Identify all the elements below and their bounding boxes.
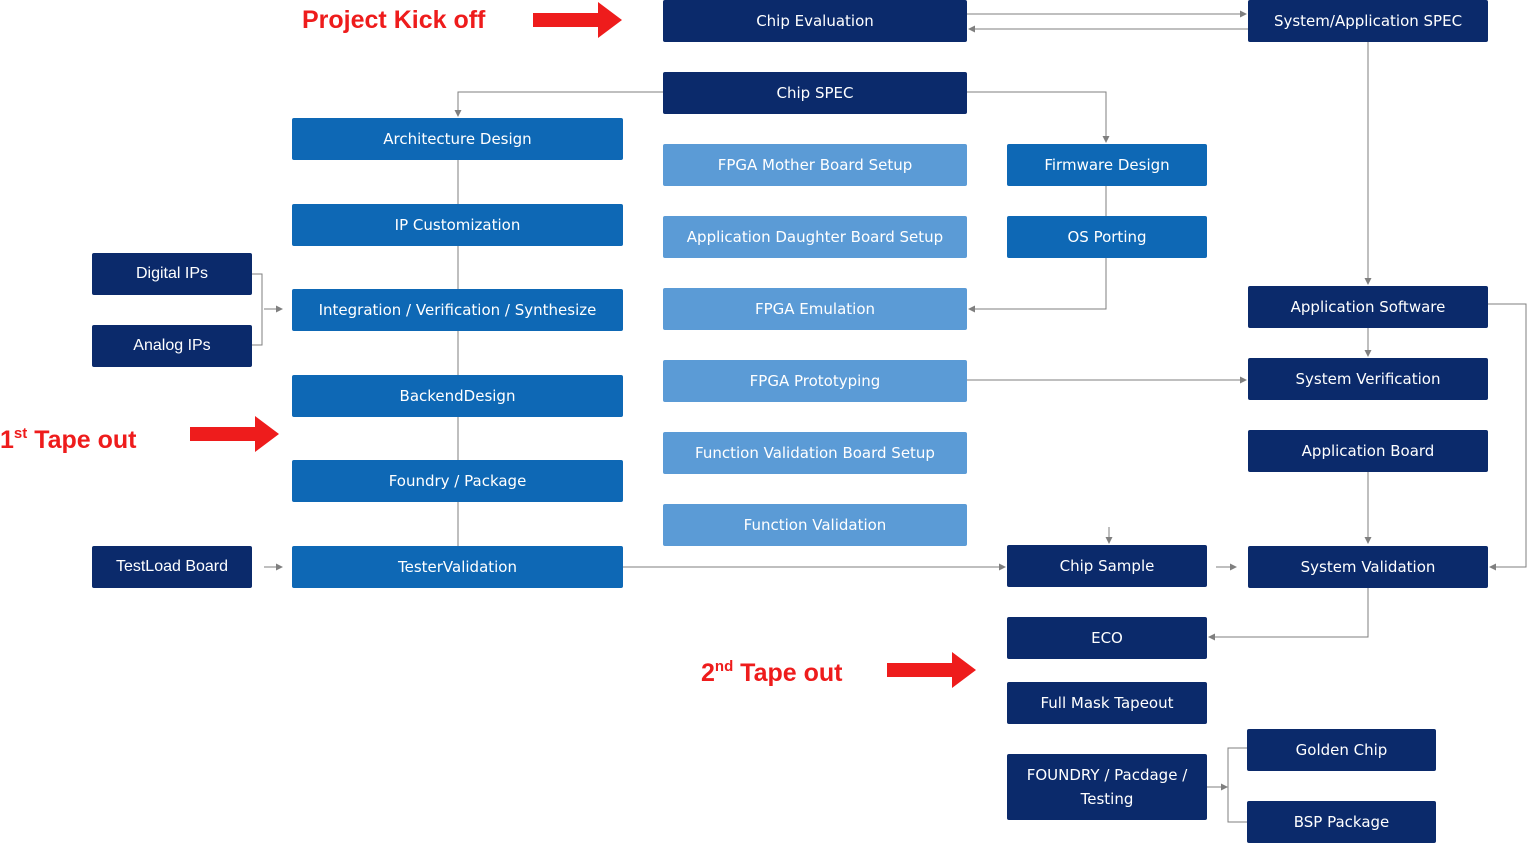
box-system-application-spec: System/Application SPEC [1248, 0, 1488, 42]
box-golden-chip: Golden Chip [1247, 729, 1436, 771]
box-fpga-prototyping: FPGA Prototyping [663, 360, 967, 402]
connector-appsw-to-sysval [1488, 303, 1527, 571]
box-testload-board: TestLoad Board [92, 546, 252, 588]
box-fpga-emulation: FPGA Emulation [663, 288, 967, 330]
tape1-label: 1st Tape out [0, 419, 137, 455]
box-function-validation: Function Validation [663, 504, 967, 546]
box-firmware-design: Firmware Design [1007, 144, 1207, 186]
box-digital-ips: Digital IPs [92, 253, 252, 295]
box-ip-customization: IP Customization [292, 204, 623, 246]
tape2-superscript: nd [714, 658, 734, 675]
connector-os-to-emulation [968, 258, 1107, 313]
tape1-number: 1 [0, 426, 14, 454]
tape1-arrow [190, 416, 279, 452]
box-application-daughter-board-setup: Application Daughter Board Setup [663, 216, 967, 258]
box-chip-evaluation: Chip Evaluation [663, 0, 967, 42]
tape2-label: 2nd Tape out [701, 652, 843, 688]
connector-golden-bsp-bracket [1227, 747, 1247, 823]
box-application-software: Application Software [1248, 286, 1488, 328]
tape2-arrow [887, 652, 976, 688]
box-chip-sample: Chip Sample [1007, 545, 1207, 587]
box-eco: ECO [1007, 617, 1207, 659]
connector-ip-bracket [252, 273, 263, 346]
box-system-verification: System Verification [1248, 358, 1488, 400]
tape2-number: 2 [701, 659, 715, 687]
tape2-text: Tape out [733, 659, 843, 687]
box-analog-ips: Analog IPs [92, 325, 252, 367]
box-chip-spec: Chip SPEC [663, 72, 967, 114]
box-architecture-design: Architecture Design [292, 118, 623, 160]
box-foundry-pacdage-testing: FOUNDRY / Pacdage / Testing [1007, 754, 1207, 820]
box-function-validation-board-setup: Function Validation Board Setup [663, 432, 967, 474]
tape1-superscript: st [13, 425, 28, 442]
connector-sysval-to-eco [1208, 588, 1369, 641]
box-full-mask-tapeout: Full Mask Tapeout [1007, 682, 1207, 724]
kickoff-label: Project Kick off [302, 6, 486, 34]
tape1-text: Tape out [27, 426, 137, 454]
box-bsp-package: BSP Package [1247, 801, 1436, 843]
box-system-validation: System Validation [1248, 546, 1488, 588]
box-fpga-mother-board-setup: FPGA Mother Board Setup [663, 144, 967, 186]
connector-chipspec-to-arch [454, 91, 663, 117]
box-application-board: Application Board [1248, 430, 1488, 472]
kickoff-arrow [533, 2, 622, 38]
box-os-porting: OS Porting [1007, 216, 1207, 258]
box-tester-validation: TesterValidation [292, 546, 623, 588]
box-integration-verification-synthesize: Integration / Verification / Synthesize [292, 289, 623, 331]
box-backend-design: BackendDesign [292, 375, 623, 417]
box-foundry-package: Foundry / Package [292, 460, 623, 502]
connector-chipspec-to-firmware [967, 91, 1110, 143]
